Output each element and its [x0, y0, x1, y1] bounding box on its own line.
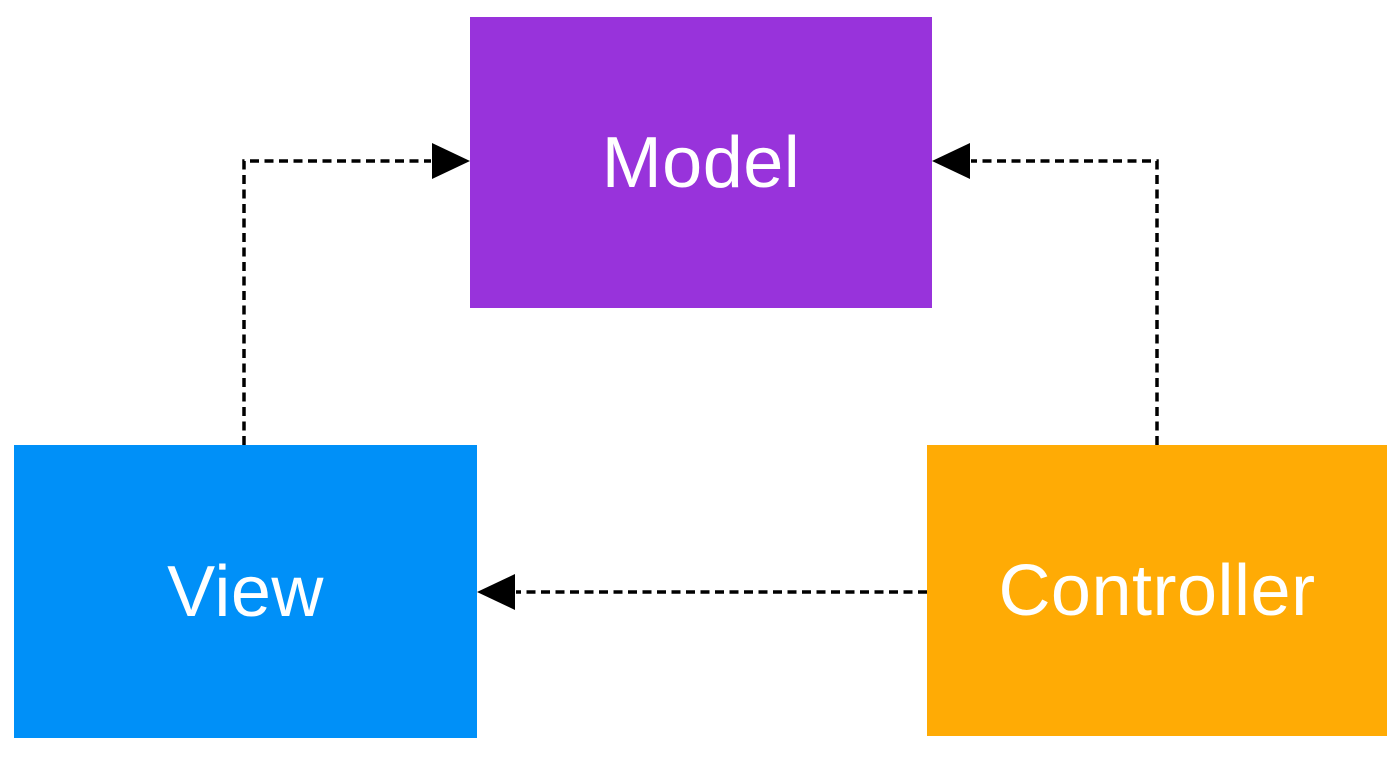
- node-controller-label: Controller: [998, 550, 1316, 631]
- arrow-controller-to-view: [477, 574, 927, 610]
- arrow-controller-to-view-head-icon: [477, 574, 515, 610]
- arrow-controller-to-model: [932, 143, 1159, 445]
- node-model-label: Model: [601, 122, 801, 203]
- arrow-view-to-model: [242, 143, 470, 445]
- arrow-view-to-model-line: [242, 159, 431, 445]
- node-controller: Controller: [927, 445, 1387, 736]
- arrow-controller-to-model-line: [971, 159, 1159, 445]
- node-view: View: [14, 445, 477, 738]
- arrow-controller-to-model-head-icon: [932, 143, 970, 179]
- node-view-label: View: [167, 551, 324, 632]
- arrow-view-to-model-head-icon: [432, 143, 470, 179]
- node-model: Model: [470, 17, 932, 308]
